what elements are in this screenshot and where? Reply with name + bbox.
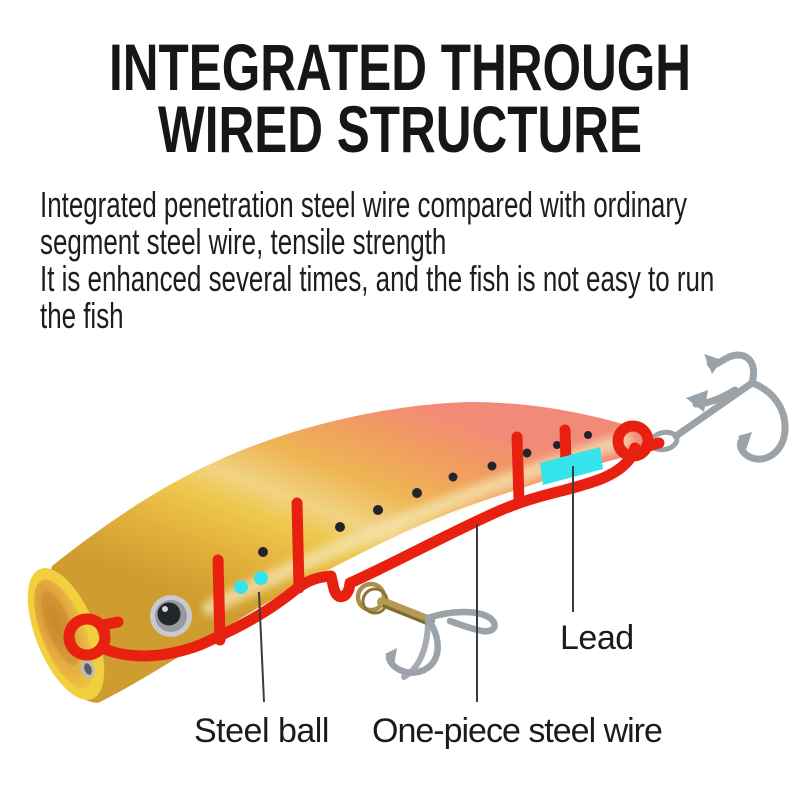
- description-line-1: Integrated penetration steel wire compar…: [40, 184, 687, 225]
- description: Integrated penetration steel wire compar…: [40, 186, 790, 334]
- steel-wire-label: One-piece steel wire: [372, 712, 662, 750]
- lateral-spot: [258, 547, 268, 557]
- headline-line-2: WIRED STRUCTURE: [158, 92, 642, 166]
- lead-label: Lead: [560, 619, 634, 657]
- description-line-4: the fish: [40, 295, 124, 336]
- steel-ball: [254, 571, 268, 585]
- wire-head-loop: [63, 613, 111, 661]
- lateral-spot: [584, 431, 592, 439]
- wire-tick: [511, 431, 525, 506]
- lateral-spot: [373, 505, 383, 515]
- wire-tick: [291, 497, 305, 594]
- wire-main-run: [96, 442, 641, 662]
- lure-eye: [150, 595, 192, 637]
- line-tie-eyelet: [81, 660, 95, 678]
- lateral-spot: [522, 448, 532, 458]
- steel-ball-pointer-line: [258, 591, 265, 703]
- lateral-spot: [553, 441, 561, 449]
- steel-ball: [234, 580, 248, 594]
- lateral-spot: [335, 522, 345, 532]
- belly-treble-hook: [355, 581, 498, 680]
- steel-ball-label: Steel ball: [194, 712, 329, 750]
- wire-tick: [212, 554, 226, 646]
- through-wire: [63, 420, 665, 662]
- lateral-spot: [412, 488, 422, 498]
- rear-treble-hook: [642, 351, 789, 463]
- headline: INTEGRATED THROUGH WIRED STRUCTURE: [0, 30, 800, 166]
- description-line-2: segment steel wire, tensile strength: [40, 221, 447, 262]
- lead-weight: [540, 447, 603, 485]
- lateral-spot: [487, 461, 497, 471]
- lateral-spot: [448, 472, 458, 482]
- headline-line-1: INTEGRATED THROUGH: [108, 30, 692, 104]
